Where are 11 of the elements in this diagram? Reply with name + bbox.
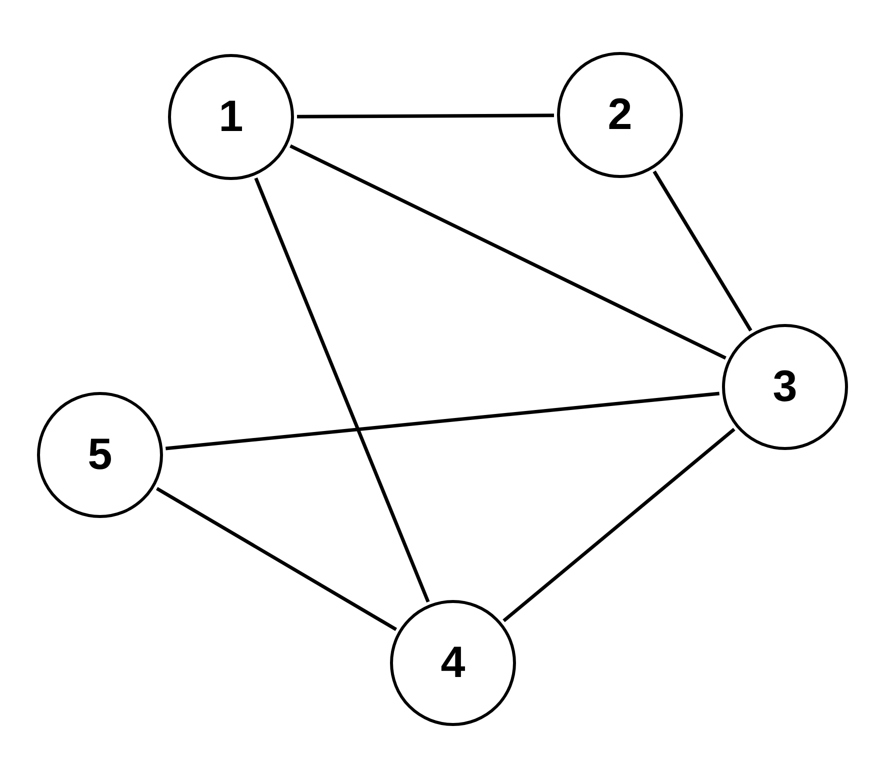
connector-line bbox=[502, 428, 736, 622]
node-label: 1 bbox=[218, 95, 244, 139]
connector-line bbox=[652, 170, 752, 332]
node-label: 3 bbox=[772, 365, 798, 409]
node-label: 5 bbox=[88, 433, 112, 477]
connector-line bbox=[166, 392, 720, 450]
connector-line bbox=[156, 487, 398, 631]
node-label: 2 bbox=[608, 93, 632, 137]
node-label: 4 bbox=[440, 641, 466, 685]
connector-line bbox=[290, 144, 726, 360]
connector-line bbox=[297, 114, 554, 118]
